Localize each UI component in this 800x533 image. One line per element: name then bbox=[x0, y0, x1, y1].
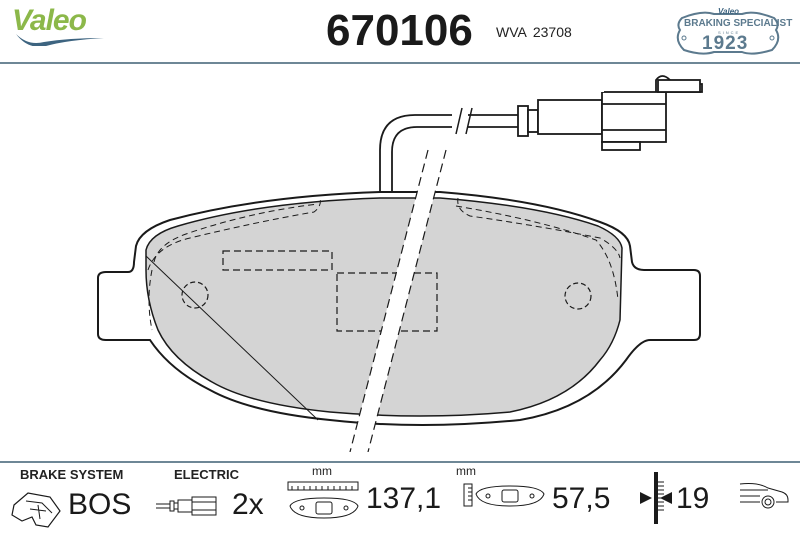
brake-system-label: BRAKE SYSTEM bbox=[20, 467, 124, 482]
pad-height-icon bbox=[463, 483, 545, 507]
thickness-icon bbox=[640, 472, 672, 524]
badge-year: 1923 bbox=[702, 33, 749, 54]
front-axle-car-icon bbox=[739, 483, 789, 509]
wva-number: 23708 bbox=[532, 24, 572, 40]
electric-label: ELECTRIC bbox=[174, 467, 239, 482]
brand-name: Valeo bbox=[12, 4, 87, 37]
height-unit: mm bbox=[456, 464, 476, 478]
thickness-value: 19 bbox=[676, 482, 710, 515]
wear-sensor-icon bbox=[156, 496, 217, 516]
badge-brand: Valeo bbox=[718, 7, 740, 16]
brake-system-value: BOS bbox=[68, 488, 132, 521]
badge-title: BRAKING SPECIALIST bbox=[684, 18, 793, 29]
valeo-swoosh-icon bbox=[16, 34, 104, 47]
part-number: 670106 bbox=[326, 6, 473, 55]
caliper-icon bbox=[11, 492, 61, 528]
width-unit: mm bbox=[312, 464, 332, 478]
wva-label: WVA bbox=[496, 24, 527, 40]
brake-pad-drawing bbox=[97, 75, 703, 452]
width-value: 137,1 bbox=[366, 482, 442, 515]
pad-width-icon bbox=[287, 481, 359, 519]
badge-since: SINCE bbox=[718, 30, 741, 35]
footer-divider bbox=[0, 461, 800, 463]
header-divider bbox=[0, 62, 800, 64]
electric-value: 2x bbox=[232, 488, 264, 521]
badge-shield-icon bbox=[676, 11, 780, 55]
height-value: 57,5 bbox=[552, 482, 611, 515]
valeo-logo bbox=[8, 2, 108, 47]
braking-specialist-badge: Valeo BRAKING SPECIALIST SINCE 1923 bbox=[672, 4, 792, 58]
wva-reference: WVA 23708 bbox=[496, 24, 578, 40]
